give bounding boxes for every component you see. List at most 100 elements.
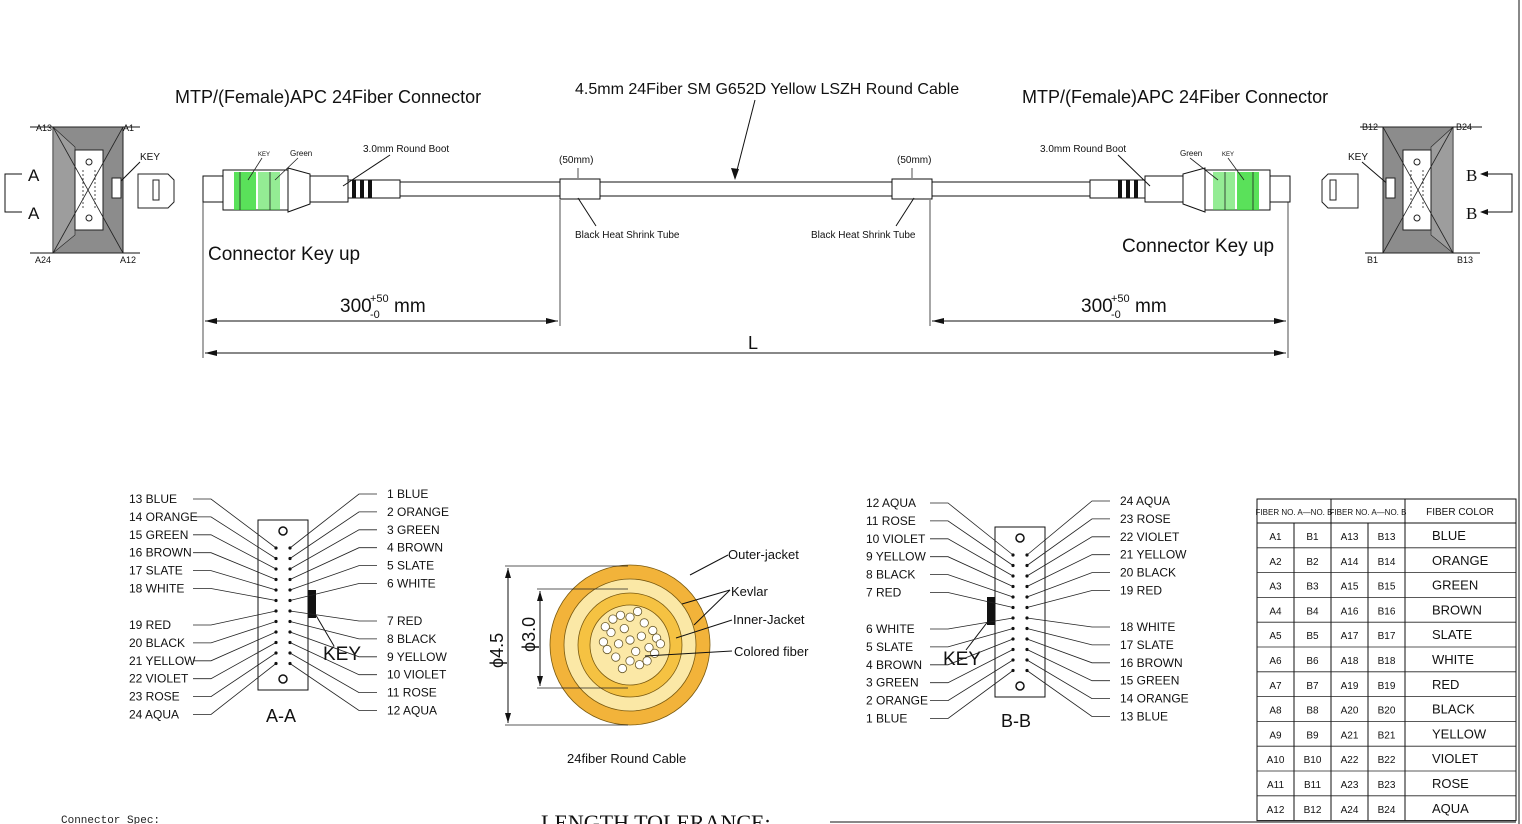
fiber-leader	[289, 631, 377, 658]
fiber-leader	[289, 642, 377, 676]
right-boot-tail	[1089, 179, 1146, 199]
fiber-position-label: 21 YELLOW	[129, 654, 196, 668]
inner-diameter-label: ϕ3.0	[519, 617, 539, 652]
pin-label: B24	[1456, 122, 1472, 132]
fiber-pin	[274, 546, 278, 550]
right-connector: 3.0mm Round Boot Green KEY Connector Key…	[811, 144, 1291, 257]
fiber-position-label: 9 YELLOW	[387, 650, 447, 664]
fiber-leader	[1026, 670, 1110, 717]
fiber-pin	[1011, 595, 1015, 599]
fiber-pin	[1025, 626, 1029, 631]
fiber-position-label: 2 ORANGE	[866, 694, 928, 708]
fiber-color-cell: ORANGE	[1432, 553, 1489, 568]
fiber-leader	[930, 617, 1014, 630]
left-guide-hole	[85, 158, 93, 166]
fiber-leader	[1026, 617, 1110, 628]
fiber-color-cell: RED	[1432, 677, 1459, 692]
fiber-strand	[636, 631, 647, 641]
fiber-number-cell: B13	[1378, 532, 1396, 543]
section-b-title: B-B	[1001, 711, 1031, 731]
key-small-leader	[247, 157, 263, 181]
fiber-number-cell: A8	[1269, 706, 1282, 717]
left-guide-hole	[85, 214, 93, 222]
fiber-number-cell: A16	[1341, 606, 1359, 617]
length-tolerance-label: LENGTH TOLERANCE:	[541, 810, 771, 824]
outer-diameter-label: ϕ4.5	[487, 633, 507, 668]
fiber-color-cell: YELLOW	[1432, 726, 1487, 741]
fiber-number-cell: B23	[1378, 780, 1396, 791]
cable-cross-section: ϕ4.5 ϕ3.0 Outer-jacket Kevlar Inner-Jack…	[487, 547, 809, 766]
fiber-number-cell: B5	[1306, 631, 1319, 642]
left-ferrule-tip	[202, 175, 224, 203]
fiber-pin	[274, 556, 278, 561]
fiber-number-cell: B12	[1304, 805, 1322, 816]
fiber-leader	[289, 565, 377, 591]
fiber-number-cell: A22	[1341, 755, 1359, 766]
fiber-pin	[1011, 637, 1015, 641]
fiber-number-cell: A5	[1269, 631, 1282, 642]
fiber-position-label: 3 GREEN	[387, 523, 440, 537]
guide-hole	[278, 526, 288, 536]
left-key-tab	[137, 173, 175, 209]
fiber-leader	[193, 621, 277, 644]
left-boot-rib	[368, 180, 372, 198]
fiber-strand	[655, 639, 666, 649]
kevlar-leader	[693, 589, 731, 626]
cable-title: 4.5mm 24Fiber SM G652D Yellow LSZH Round…	[575, 81, 959, 98]
fiber-position-label: 19 RED	[129, 618, 171, 632]
fiber-position-label: 24 AQUA	[129, 708, 179, 722]
fiber-number-cell: B17	[1378, 631, 1396, 642]
fiber-leader	[289, 547, 377, 580]
green-leader	[1189, 157, 1219, 181]
right-face-ferrule	[1402, 149, 1432, 231]
fiber-leader	[1026, 638, 1110, 664]
left-boot-body	[309, 175, 349, 203]
fiber-color-cell: VIOLET	[1432, 751, 1478, 766]
fiber-pin	[1025, 616, 1029, 620]
fiber-leader	[930, 649, 1014, 684]
section-a-title: A-A	[266, 706, 296, 726]
left-face-diag	[52, 126, 124, 254]
right-boot-rib	[1118, 180, 1122, 198]
fiber-leader	[930, 502, 1014, 556]
dim-arrow	[546, 318, 558, 324]
fiber-leader	[193, 652, 277, 697]
fiber-pin	[1011, 553, 1015, 557]
section-arrow	[1480, 209, 1488, 215]
fiber-strand	[634, 660, 645, 670]
fiber-position-label: 13 BLUE	[129, 492, 177, 506]
pin-label: B12	[1362, 122, 1378, 132]
right-connector-title: MTP/(Female)APC 24Fiber Connector	[1022, 87, 1328, 107]
fiber-number-cell: A6	[1269, 656, 1282, 667]
right-dim-tol-plus: +50	[1111, 293, 1130, 305]
key-label: KEY	[1348, 152, 1368, 163]
fiber-number-cell: B20	[1378, 706, 1396, 717]
fiber-pin	[1025, 637, 1029, 641]
section-b-key-block	[987, 597, 995, 625]
fiber-position-label: 12 AQUA	[866, 496, 916, 510]
fiber-pin	[1025, 647, 1029, 652]
right-guide-hole	[1413, 158, 1421, 166]
pin-label: A24	[35, 255, 51, 265]
fiber-pin	[1011, 668, 1015, 673]
dim-arrow	[932, 318, 944, 324]
left-boot-flare	[287, 167, 311, 213]
left-heat-shrink	[559, 178, 601, 200]
fiber-number-cell: A4	[1269, 606, 1282, 617]
fiber-number-cell: B9	[1306, 730, 1319, 741]
left-dim-tol-minus: -0	[370, 309, 380, 321]
fiber-color-cell: BROWN	[1432, 602, 1482, 617]
fiber-pin	[274, 598, 278, 603]
heat-shrink-leader	[577, 197, 597, 227]
fiber-number-cell: B4	[1306, 606, 1319, 617]
left-face-ferrule	[74, 149, 104, 231]
fiber-strand	[608, 614, 618, 624]
fiber-pin	[288, 661, 292, 666]
fiber-pin	[274, 619, 278, 624]
fiber-leader	[1026, 649, 1110, 682]
fiber-number-cell: B2	[1306, 557, 1319, 568]
right-face-bevel	[1430, 126, 1454, 254]
fiber-position-label: 19 RED	[1120, 584, 1162, 598]
fiber-strand	[650, 648, 660, 658]
pin-label: B13	[1457, 255, 1473, 265]
